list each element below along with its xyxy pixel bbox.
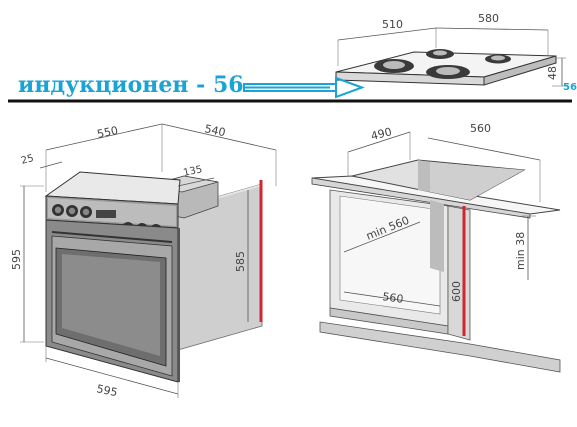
- oven-handle: [51, 231, 173, 243]
- hob-drawing: 510 580 48: [335, 12, 566, 87]
- oven-width-bottom-label: 595: [95, 382, 118, 399]
- induction-annotation: индукционен - 56 56: [18, 72, 577, 99]
- niche-width-top-label: 560: [470, 122, 491, 135]
- hob-width-label: 580: [478, 12, 499, 25]
- arrow-icon: [243, 76, 365, 99]
- niche-drawing: 490 560 min 560 min 38 600 560: [311, 122, 561, 373]
- niche-depth-label: 490: [370, 125, 394, 143]
- oven-front-offset-label: 25: [20, 153, 35, 167]
- hob-height-label: 48: [546, 66, 559, 80]
- display-panel: [96, 210, 116, 218]
- niche-width-bottom-label: 560: [382, 290, 405, 306]
- oven-top-inset-label: 135: [182, 164, 203, 179]
- oven-width-top-label: 540: [203, 122, 226, 139]
- induction-label: индукционен - 56: [18, 72, 244, 98]
- niche-height-label: 600: [450, 281, 463, 302]
- oven-height-label: 595: [10, 249, 23, 270]
- induction-side-value: 56: [563, 82, 577, 93]
- hob-depth-label: 510: [382, 18, 403, 31]
- oven-depth-label: 550: [96, 124, 119, 141]
- niche-min-top-label: min 38: [514, 232, 527, 270]
- oven-inner-height-label: 585: [234, 251, 247, 272]
- oven-drawing: 550 540 25 135 595 585 595: [10, 122, 277, 399]
